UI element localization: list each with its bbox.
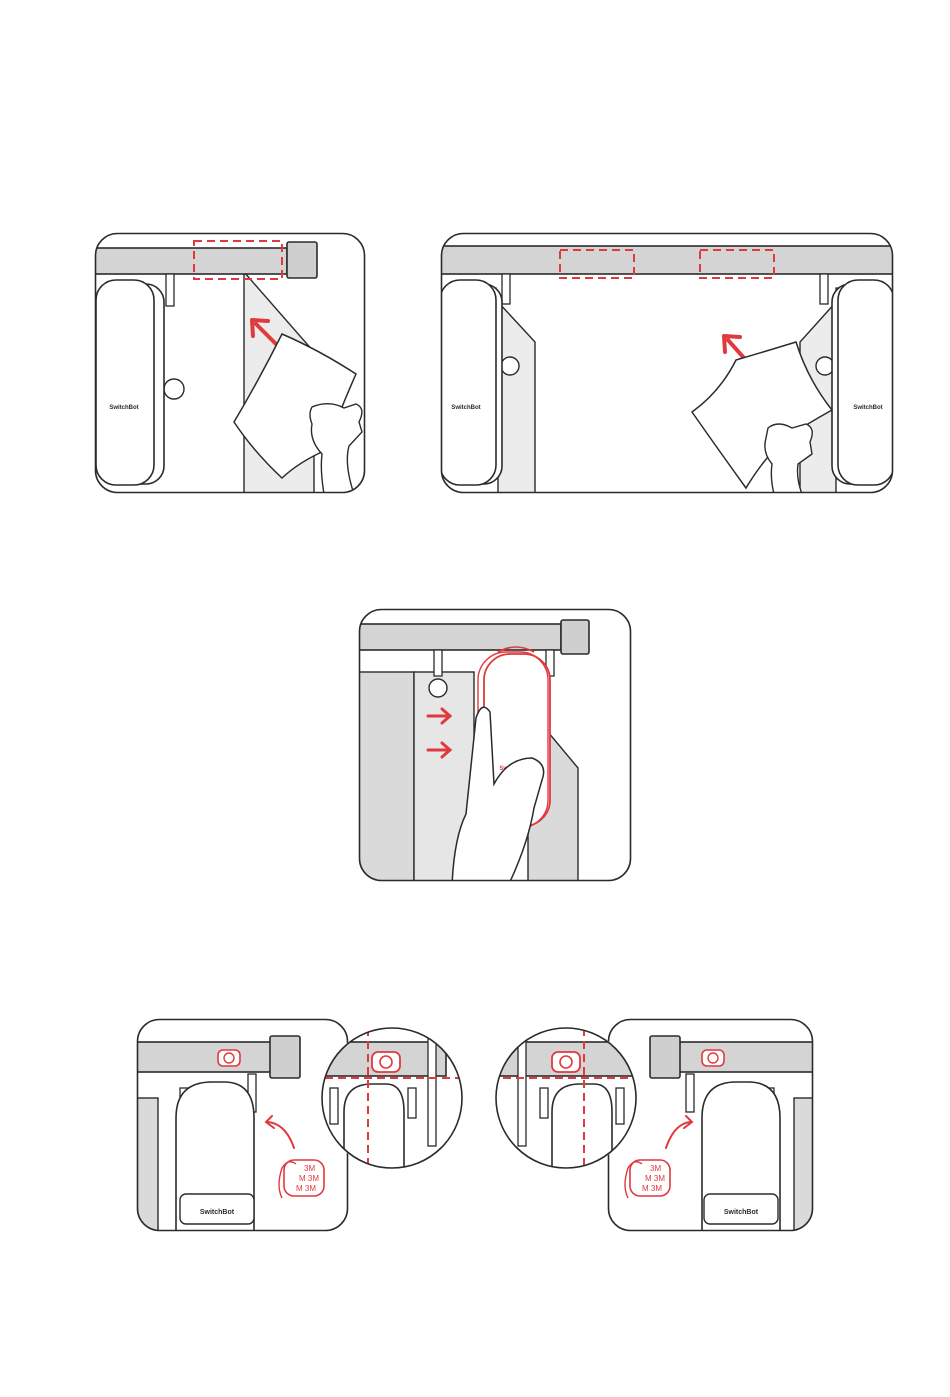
rail-end-cap — [561, 620, 589, 654]
rail-hook — [434, 650, 442, 676]
rail-hook — [616, 1088, 624, 1124]
curtain-rail — [440, 246, 894, 274]
rail-hook — [166, 274, 174, 306]
device-brand-label: SwitchBot — [200, 1209, 235, 1216]
rail-end-cap — [287, 242, 317, 278]
device-brand-label: SwitchBot — [853, 405, 882, 411]
curtain-rail — [678, 1042, 818, 1072]
sticker-3m-line: 3M — [650, 1164, 661, 1173]
alignment-sticker — [552, 1052, 580, 1072]
switchbot-device-zoom — [552, 1084, 612, 1178]
wipe-arrow-icon — [724, 336, 744, 358]
rail-hook — [540, 1088, 548, 1118]
sticker-3m-line: 3M — [304, 1164, 315, 1173]
rail-hook — [428, 1036, 436, 1146]
step-clean-rail-single-panel: SwitchBot — [94, 232, 366, 494]
curtain-ring — [429, 679, 447, 697]
sticker-3m-line: M 3M — [642, 1184, 662, 1193]
rail-hook — [820, 274, 828, 304]
curtain-rail — [94, 248, 287, 274]
sticker-3m-line: M 3M — [296, 1184, 316, 1193]
rail-hook — [502, 274, 510, 304]
curtain-panel — [358, 672, 414, 882]
switchbot-device — [96, 280, 154, 485]
step-mount-device-panel: SwitchBot — [358, 608, 632, 882]
switchbot-device-left — [440, 280, 496, 485]
device-brand-label: SwitchBot — [451, 405, 480, 411]
sticker-3m-line: M 3M — [299, 1174, 319, 1183]
rail-hook — [686, 1074, 694, 1112]
peel-arrow-icon — [266, 1116, 294, 1148]
curtain-rail — [358, 624, 561, 650]
step-align-sticker-right-panel: SwitchBot 3M M 3M M 3M — [490, 1018, 820, 1232]
switchbot-device-zoom — [344, 1084, 404, 1178]
curtain-panel — [136, 1098, 158, 1232]
device-brand-label: SwitchBot — [724, 1209, 759, 1216]
curtain-background-left — [498, 302, 535, 494]
hand-holding-cloth — [310, 404, 362, 494]
step-clean-rail-double-panel: SwitchBot SwitchBot — [440, 232, 894, 494]
curtain-panel — [794, 1098, 818, 1232]
device-brand-label: SwitchBot — [109, 405, 138, 411]
step-align-sticker-left-panel: SwitchBot 3M M 3M M 3M — [136, 1018, 466, 1232]
rail-hook — [330, 1088, 338, 1124]
curtain-ring — [501, 357, 519, 375]
sticker-3m-line: M 3M — [645, 1174, 665, 1183]
curtain-rail — [136, 1042, 271, 1072]
rail-end-cap — [650, 1036, 680, 1078]
alignment-sticker — [372, 1052, 400, 1072]
curtain-ring — [164, 379, 184, 399]
rail-hook — [408, 1088, 416, 1118]
peel-arrow-icon — [666, 1116, 692, 1148]
rail-hook — [518, 1036, 526, 1146]
switchbot-device-right — [838, 280, 894, 485]
rail-end-cap — [270, 1036, 300, 1078]
